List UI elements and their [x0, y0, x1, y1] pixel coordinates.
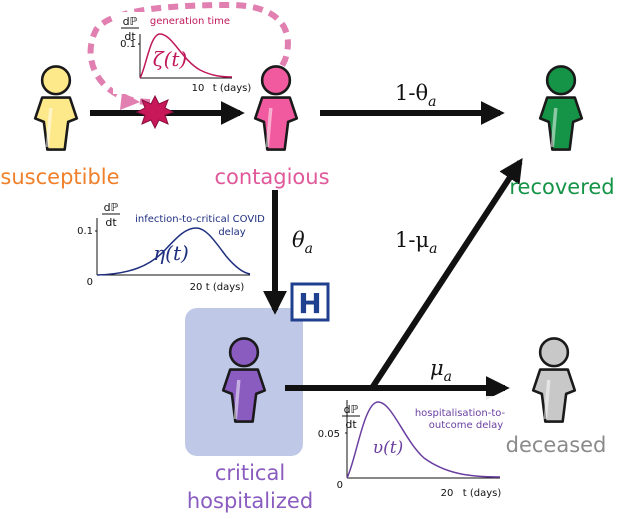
infection-ylabel-den: dt	[105, 216, 117, 229]
infection-xlabel: t (days)	[206, 282, 245, 293]
transition-label-contagious-recovered: 1-θa	[395, 81, 436, 110]
arrow-hospitalized-to-recovered	[369, 157, 523, 390]
infection-ylabel-num: dℙ	[104, 201, 119, 214]
generation-title: generation time	[150, 16, 230, 27]
person-contagious-icon	[253, 64, 299, 152]
hospital-sign-icon: H	[290, 282, 330, 322]
generation-xlabel: t (days)	[213, 83, 252, 94]
label-recovered: recovered	[509, 175, 614, 199]
generation-curve	[139, 33, 233, 79]
outcome-xzero: 0	[337, 480, 343, 491]
generation-ytick: 0.1	[120, 39, 136, 50]
generation-func: ζ(t)	[153, 47, 187, 71]
generation-time-plot: dℙ dt generation time 0.1 ζ(t) 10 t (day…	[113, 12, 251, 94]
infection-ytick: 0.1	[77, 226, 93, 237]
outcome-ylabel-den: dt	[345, 418, 357, 431]
infection-title-line1: infection-to-critical COVID	[135, 214, 265, 225]
infection-xzero: 0	[87, 277, 93, 288]
outcome-title-line2: outcome delay	[429, 420, 503, 431]
outcome-ylabel-num: dℙ	[344, 403, 359, 416]
person-deceased-icon	[531, 336, 577, 424]
outcome-delay-plot: dℙ dt hospitalisation-to- outcome delay …	[318, 396, 506, 506]
generation-loop-dashed	[87, 1, 291, 105]
label-deceased: deceased	[506, 433, 607, 457]
infection-title-line2: delay	[218, 227, 245, 238]
outcome-func: υ(t)	[373, 438, 403, 458]
label-hospitalized-line1: critical	[215, 461, 285, 485]
infection-star-icon	[135, 94, 175, 130]
infection-delay-plot: dℙ dt infection-to-critical COVID delay …	[77, 201, 265, 293]
outcome-curve	[346, 401, 501, 479]
transition-label-hospitalized-deceased: μa	[430, 356, 452, 385]
hospital-sign-letter: H	[298, 287, 321, 320]
generation-xtick: 10	[192, 83, 205, 94]
label-susceptible: susceptible	[0, 165, 119, 189]
infection-xtick: 20	[190, 282, 203, 293]
infection-curve	[96, 227, 251, 276]
outcome-title-line1: hospitalisation-to-	[415, 408, 506, 419]
outcome-xtick: 20	[441, 488, 454, 499]
person-susceptible-icon	[33, 64, 79, 152]
generation-loop-arrowhead	[120, 92, 140, 110]
generation-ylabel-num: dℙ	[123, 15, 138, 28]
label-contagious: contagious	[214, 165, 329, 189]
outcome-xlabel: t (days)	[463, 488, 502, 499]
label-hospitalized-line2: hospitalized	[187, 489, 313, 513]
person-recovered-icon	[538, 64, 584, 152]
transition-label-hospitalized-recovered: 1-μa	[395, 228, 437, 257]
generation-ylabel-den: dt	[124, 30, 136, 43]
infection-func: η(t)	[153, 241, 189, 265]
transition-label-contagious-hospitalized: θa	[292, 228, 313, 257]
outcome-ytick: 0.05	[318, 429, 340, 440]
